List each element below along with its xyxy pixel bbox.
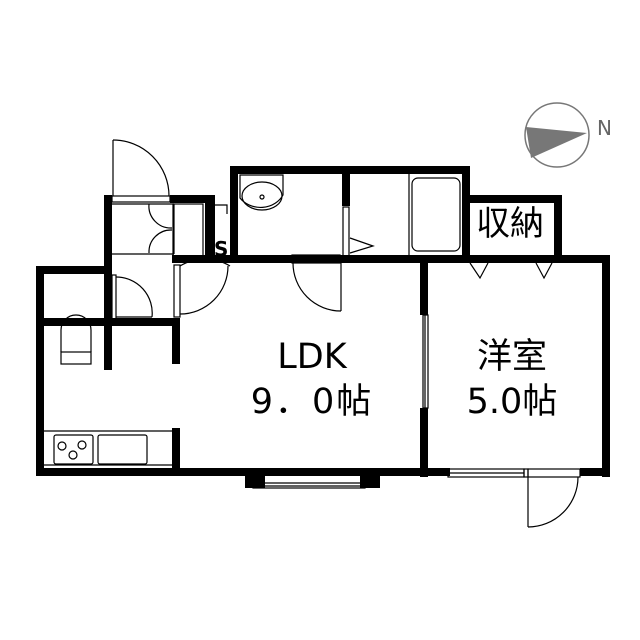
ldk-door-left: [173, 258, 231, 318]
pipe-space: [213, 204, 228, 214]
hall-door: [111, 274, 153, 320]
compass-north-label: N: [597, 116, 612, 140]
ldk-window: [252, 469, 366, 489]
washroom-door: [291, 254, 342, 312]
walls: [36, 166, 610, 488]
entrance-door: [111, 139, 171, 203]
ldk-room-name: LDK: [277, 337, 347, 377]
storage-label: 収納: [476, 204, 544, 244]
toilet-icon: [60, 314, 92, 365]
compass-icon: [524, 102, 590, 168]
laundry-door: [342, 206, 375, 258]
bathtub-icon: [408, 174, 461, 256]
sliding-door: [422, 314, 429, 409]
balcony-door: [527, 476, 579, 528]
kitchen-counter: [44, 430, 172, 466]
storage-doors: [469, 257, 554, 280]
ldk-room-area: 9．0帖: [250, 382, 374, 422]
washbasin-icon: [239, 174, 284, 211]
shoe-closet: [112, 203, 204, 257]
pipe-shaft-symbol: S: [214, 237, 228, 261]
stove-icon: [53, 434, 94, 465]
western-room-name: 洋室: [476, 337, 547, 377]
western-window: [447, 468, 581, 478]
western-room-area: 5.0帖: [466, 382, 558, 422]
sink-icon: [97, 434, 148, 465]
